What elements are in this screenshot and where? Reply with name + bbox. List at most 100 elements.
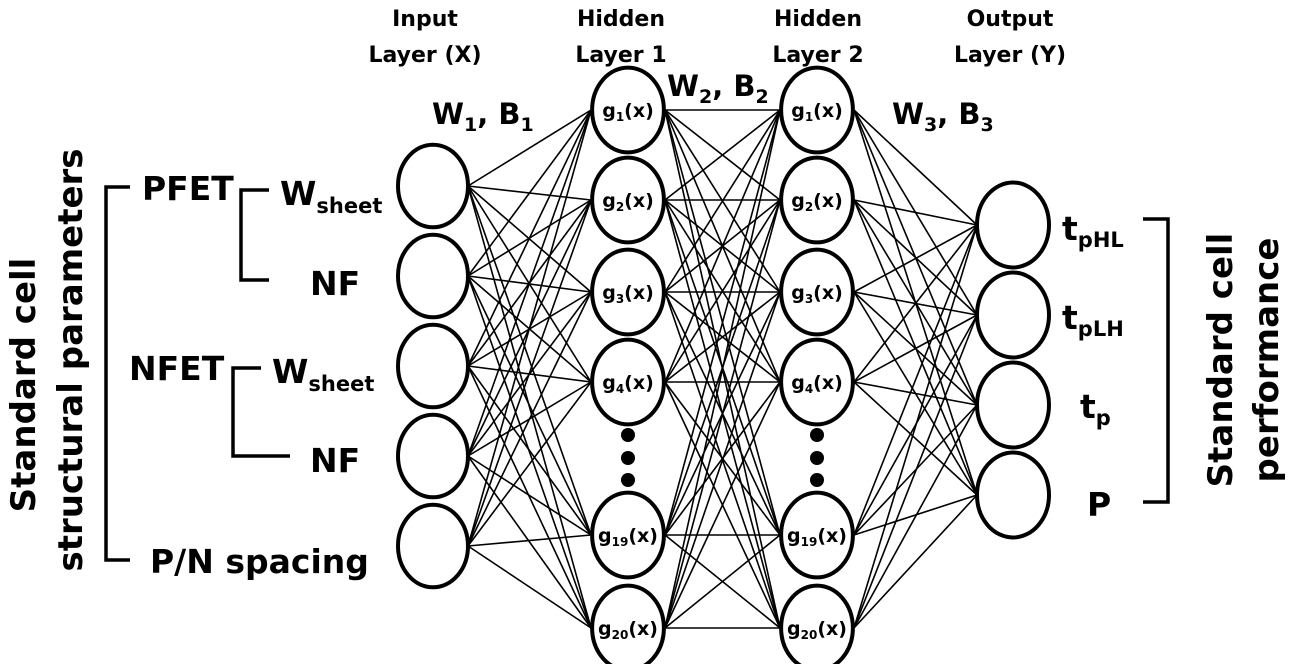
hidden1-node xyxy=(590,247,666,337)
edge-hidden1-hidden2 xyxy=(664,199,781,383)
edge-input-hidden1 xyxy=(467,275,592,536)
input-node xyxy=(396,502,470,590)
input-layer-title-2: Layer (X) xyxy=(368,43,481,68)
edge-input-hidden1 xyxy=(467,109,592,187)
nodes: g1(x) g2(x) g3(x) g4(x) g19(x) g20(x) g1(x) g2(… xyxy=(396,65,1051,664)
hidden2-node xyxy=(779,155,855,245)
edge-hidden1-hidden2 xyxy=(664,199,781,629)
input-label-nfet-nf: NF xyxy=(310,441,360,480)
hidden1-node xyxy=(590,65,666,155)
edge-input-hidden1 xyxy=(467,365,592,536)
hidden2-node-label: g1(x) xyxy=(791,100,843,124)
ellipsis-dot xyxy=(621,451,635,465)
output-layer-title-1: Output xyxy=(967,7,1054,32)
left-group-title-1: Standard cell xyxy=(4,258,44,513)
weight-label-3: W3, B3 xyxy=(892,97,994,136)
hidden1-node-label: g20(x) xyxy=(598,618,658,642)
hidden2-node-label: g20(x) xyxy=(787,618,847,642)
hidden1-title-1: Hidden xyxy=(577,7,665,32)
input-label-pfet-wsheet: Wsheet xyxy=(280,174,382,218)
edge-hidden1-hidden2 xyxy=(664,109,781,201)
hidden2-node-label: g19(x) xyxy=(787,525,847,549)
edge-hidden1-hidden2 xyxy=(664,109,781,293)
edge-input-hidden1 xyxy=(467,185,592,536)
hidden1-node xyxy=(590,337,666,427)
hidden2-node-label: g2(x) xyxy=(791,190,843,214)
left-main-bracket xyxy=(104,185,130,562)
output-label-tp: tp xyxy=(1080,387,1111,430)
ellipsis-dot xyxy=(810,428,824,442)
edge-hidden1-hidden2 xyxy=(664,109,781,536)
edge-hidden2-output xyxy=(853,381,978,496)
hidden2-node xyxy=(779,65,855,155)
edge-hidden2-output xyxy=(853,494,978,629)
hidden2-node xyxy=(779,247,855,337)
ellipsis-dot xyxy=(621,428,635,442)
weight-label-2: W2, B2 xyxy=(667,69,769,108)
hidden2-node-label: g4(x) xyxy=(791,372,843,396)
hidden1-node xyxy=(590,583,666,664)
output-node xyxy=(975,360,1051,450)
hidden1-node-label: g2(x) xyxy=(602,190,654,214)
weight-label-1: W1, B1 xyxy=(432,97,534,136)
edge-hidden2-output xyxy=(853,381,978,406)
hidden2-node xyxy=(779,490,855,580)
edge-input-hidden1 xyxy=(467,275,592,629)
edge-hidden2-output xyxy=(853,199,978,226)
edge-hidden1-hidden2 xyxy=(664,109,781,629)
input-node xyxy=(396,322,470,410)
output-label-tplh: tpLH xyxy=(1062,298,1124,341)
ellipsis-dot xyxy=(621,473,635,487)
edge-hidden2-output xyxy=(853,109,978,226)
hidden2-title-1: Hidden xyxy=(774,7,862,32)
output-node xyxy=(975,270,1051,360)
nfet-label: NFET xyxy=(129,349,225,388)
input-node xyxy=(396,142,470,230)
edge-hidden2-output xyxy=(853,224,978,629)
input-label-pn-spacing: P/N spacing xyxy=(150,542,369,581)
edge-hidden1-hidden2 xyxy=(664,109,781,383)
hidden1-node xyxy=(590,155,666,245)
output-label-tphl: tpHL xyxy=(1062,209,1124,252)
hidden1-node-label: g19(x) xyxy=(598,525,658,549)
edge-hidden2-output xyxy=(853,404,978,629)
input-label-pfet-nf: NF xyxy=(310,264,360,303)
right-group-title-1: Standard cell xyxy=(1201,233,1241,488)
edge-hidden2-output xyxy=(853,224,978,293)
right-group-title-2: performance xyxy=(1247,238,1287,483)
edge-input-hidden1 xyxy=(467,455,592,536)
hidden1-node-label: g4(x) xyxy=(602,372,654,396)
ellipsis-dot xyxy=(810,473,824,487)
edge-hidden2-output xyxy=(853,314,978,629)
ellipsis-dot xyxy=(810,451,824,465)
hidden1-node-label: g1(x) xyxy=(602,100,654,124)
edge-input-hidden1 xyxy=(467,109,592,277)
input-node xyxy=(396,412,470,500)
output-node xyxy=(975,180,1051,270)
edge-input-hidden1 xyxy=(467,199,592,547)
hidden2-node xyxy=(779,337,855,427)
edge-hidden2-output xyxy=(853,199,978,316)
left-group-title-2: structural parameters xyxy=(51,148,91,571)
edge-hidden1-hidden2 xyxy=(664,534,781,629)
input-label-nfet-wsheet: Wsheet xyxy=(272,352,374,396)
edge-hidden1-hidden2 xyxy=(664,291,781,383)
hidden2-title-2: Layer 2 xyxy=(772,43,863,68)
edge-hidden2-output xyxy=(853,224,978,383)
output-label-power: P xyxy=(1087,485,1111,524)
edge-input-hidden1 xyxy=(467,534,592,547)
hidden2-node xyxy=(779,583,855,664)
edge-input-hidden1 xyxy=(467,109,592,547)
edge-hidden1-hidden2 xyxy=(664,381,781,629)
hidden1-title-2: Layer 1 xyxy=(575,43,666,68)
pfet-bracket xyxy=(239,188,269,282)
input-layer-title-1: Input xyxy=(392,7,458,32)
edge-input-hidden1 xyxy=(467,109,592,367)
hidden1-node xyxy=(590,490,666,580)
hidden2-node-label: g3(x) xyxy=(791,282,843,306)
input-node xyxy=(396,232,470,320)
edge-input-hidden1 xyxy=(467,545,592,629)
edge-input-hidden1 xyxy=(467,109,592,457)
edge-input-hidden1 xyxy=(467,455,592,629)
